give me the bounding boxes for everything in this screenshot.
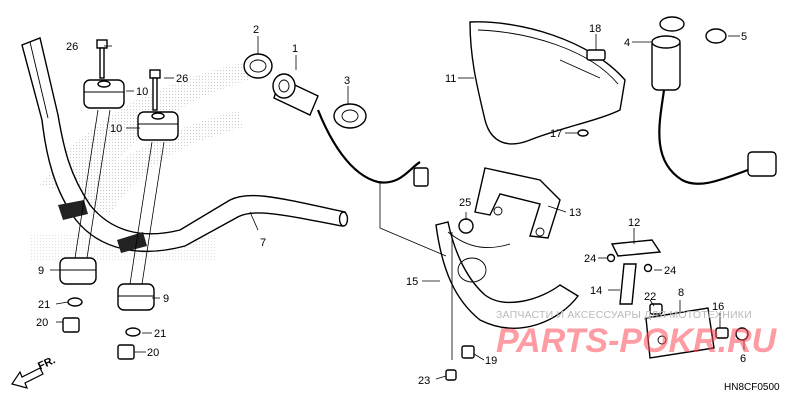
callout-22: 22 <box>644 291 656 303</box>
callout-26-left: 26 <box>66 41 78 53</box>
switch-housing-1 <box>272 73 319 116</box>
front-direction-label: FR. <box>36 354 57 372</box>
washer-21-left <box>67 297 83 307</box>
callout-6: 6 <box>740 353 746 365</box>
washer-6 <box>735 327 749 341</box>
assembly-lines <box>74 109 165 285</box>
bolt-26-left <box>96 39 108 79</box>
callout-24-left: 24 <box>584 253 596 265</box>
pipe-14 <box>619 263 637 305</box>
callout-labels: 1 2 3 4 5 6 7 8 9 9 10 10 11 12 13 14 15… <box>36 23 747 387</box>
handlebar <box>21 37 349 253</box>
nut-20-right <box>117 344 135 360</box>
callout-24-right: 24 <box>664 265 676 277</box>
switch-cable <box>316 109 429 187</box>
clip-18 <box>586 49 606 61</box>
nut-20-left <box>62 317 80 333</box>
washer-21-right <box>125 327 141 337</box>
bolt-22 <box>649 303 663 315</box>
meter-cover-11 <box>469 21 626 145</box>
callout-10-lower: 10 <box>110 123 122 135</box>
nut-3 <box>333 103 367 129</box>
callout-3: 3 <box>344 75 350 87</box>
callout-21-right: 21 <box>154 328 166 340</box>
watermark-tagline: ЗАПЧАСТИ И АКСЕССУАРЫ ДЛЯ МОТОТЕХНИКИ <box>496 309 752 321</box>
callout-23: 23 <box>418 375 430 387</box>
callout-16: 16 <box>712 301 724 313</box>
front-direction-arrow: FR. <box>11 354 57 389</box>
leader-lines <box>50 34 745 380</box>
callout-20-right: 20 <box>147 347 159 359</box>
plate-8 <box>645 307 715 359</box>
lower-holder-left <box>59 257 97 285</box>
callout-8: 8 <box>678 287 684 299</box>
callout-4: 4 <box>624 37 630 49</box>
lower-holder-right <box>117 283 155 311</box>
callout-25: 25 <box>459 197 471 209</box>
grommet-25 <box>458 218 474 234</box>
nut-24-left <box>606 253 616 263</box>
stay-13 <box>474 167 561 239</box>
bolt-26-right <box>149 69 161 111</box>
diagram-code: HN8CF0500 <box>724 382 780 393</box>
cap-5 <box>705 28 727 44</box>
watermark: ЗАПЧАСТИ И АКСЕССУАРЫ ДЛЯ МОТОТЕХНИКИ PA… <box>496 309 778 360</box>
callout-9-left: 9 <box>38 265 44 277</box>
socket-wire <box>658 89 777 185</box>
callout-7: 7 <box>260 237 266 249</box>
callout-2: 2 <box>253 24 259 36</box>
callout-15: 15 <box>406 276 418 288</box>
callout-5: 5 <box>741 31 747 43</box>
nut-24-right <box>643 263 653 273</box>
callout-19: 19 <box>485 355 497 367</box>
bracket-12 <box>610 239 662 257</box>
callout-11: 11 <box>445 73 456 85</box>
callout-26-right: 26 <box>176 73 188 85</box>
callout-13: 13 <box>569 207 581 219</box>
callout-18: 18 <box>589 23 601 35</box>
watermark-brand: PARTS-POKR.RU <box>496 322 778 360</box>
grip-collar-2 <box>243 53 273 79</box>
bolt-19 <box>461 345 475 359</box>
callout-20-left: 20 <box>36 317 48 329</box>
callout-14: 14 <box>590 285 602 297</box>
bolt-23 <box>445 369 457 381</box>
upper-holder-left <box>83 79 125 109</box>
callout-1: 1 <box>292 43 298 55</box>
callout-10-upper: 10 <box>136 86 148 98</box>
bolt-16 <box>715 327 729 339</box>
callout-17: 17 <box>550 128 562 140</box>
screw-17 <box>577 129 589 137</box>
callout-9-right: 9 <box>163 293 169 305</box>
callout-21-left: 21 <box>38 299 50 311</box>
upper-holder-right <box>137 111 179 141</box>
bracket-15 <box>435 221 580 329</box>
handlebar-knurl <box>58 200 147 253</box>
socket-4 <box>651 16 685 91</box>
callout-12: 12 <box>628 217 640 229</box>
